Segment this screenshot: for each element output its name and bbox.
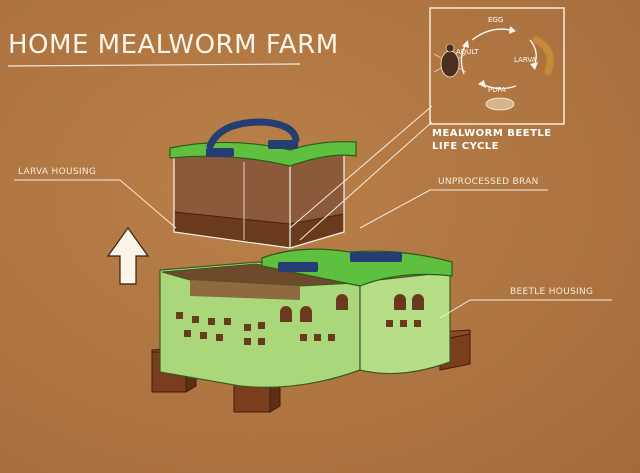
page-title: HOME MEALWORM FARM [8, 30, 339, 60]
lift-arrow-icon [106, 226, 150, 285]
stage-larva: LARVA [514, 56, 537, 64]
lid-handle-left-icon [278, 262, 318, 272]
label-larva-housing: LARVA HOUSING [18, 167, 97, 177]
life-cycle-caption: MEALWORM BEETLE LIFE CYCLE [432, 127, 552, 153]
label-beetle-housing: BEETLE HOUSING [510, 287, 594, 297]
stage-egg: EGG [488, 16, 503, 24]
adult-beetle-icon [433, 43, 467, 78]
larva-housing [169, 118, 357, 249]
life-cycle-caption-line2: LIFE CYCLE [432, 141, 500, 152]
life-cycle-panel: EGG LARVA PUPA ADULT [429, 7, 565, 125]
callout-lines [14, 105, 612, 319]
beetle-housing [159, 248, 453, 388]
larva-icon [532, 36, 554, 76]
stage-pupa: PUPA [488, 86, 506, 94]
lid-handle-right-icon [350, 252, 402, 262]
pupa-icon [485, 97, 515, 111]
carry-handle-icon [206, 118, 300, 150]
stage-adult: ADULT [456, 48, 479, 56]
life-cycle-caption-line1: MEALWORM BEETLE [432, 128, 552, 139]
label-unprocessed-bran: UNPROCESSED BRAN [438, 177, 539, 187]
